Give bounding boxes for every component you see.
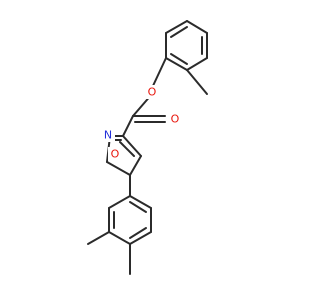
label-background xyxy=(108,147,122,161)
ester-linkage xyxy=(122,57,167,137)
double-bond-inner xyxy=(170,53,188,65)
ring-nitrogen-label: N xyxy=(104,129,112,142)
bond xyxy=(108,195,131,209)
double-bond-inner xyxy=(129,227,147,239)
ester-oxygen-label: O xyxy=(148,86,157,99)
bond xyxy=(122,135,142,157)
bond xyxy=(186,57,208,71)
isoxazole-ring xyxy=(106,135,142,176)
bond xyxy=(165,57,188,71)
bond xyxy=(106,161,131,176)
ring-oxygen-label: O xyxy=(111,148,120,161)
double-bond-inner xyxy=(170,26,188,38)
label-background xyxy=(145,85,159,99)
bond xyxy=(151,57,167,89)
bond xyxy=(129,195,152,209)
bond xyxy=(186,20,208,34)
carbonyl-oxygen-label: O xyxy=(171,113,180,126)
double-bond-inner xyxy=(129,201,147,213)
bond xyxy=(129,231,152,245)
bond xyxy=(165,20,188,34)
double-bond-inner xyxy=(119,141,135,157)
tolyl-ring xyxy=(165,20,208,95)
bond xyxy=(108,231,131,245)
bond xyxy=(122,115,134,137)
dimethylphenyl-ring xyxy=(87,174,152,275)
bond xyxy=(129,155,142,176)
methyl-bond xyxy=(186,69,208,95)
label-background xyxy=(168,112,182,126)
methyl-bond xyxy=(87,231,110,245)
label-background xyxy=(101,128,115,142)
molecule-diagram: O O N O xyxy=(87,20,208,275)
structure-canvas: O O N O xyxy=(87,20,208,275)
